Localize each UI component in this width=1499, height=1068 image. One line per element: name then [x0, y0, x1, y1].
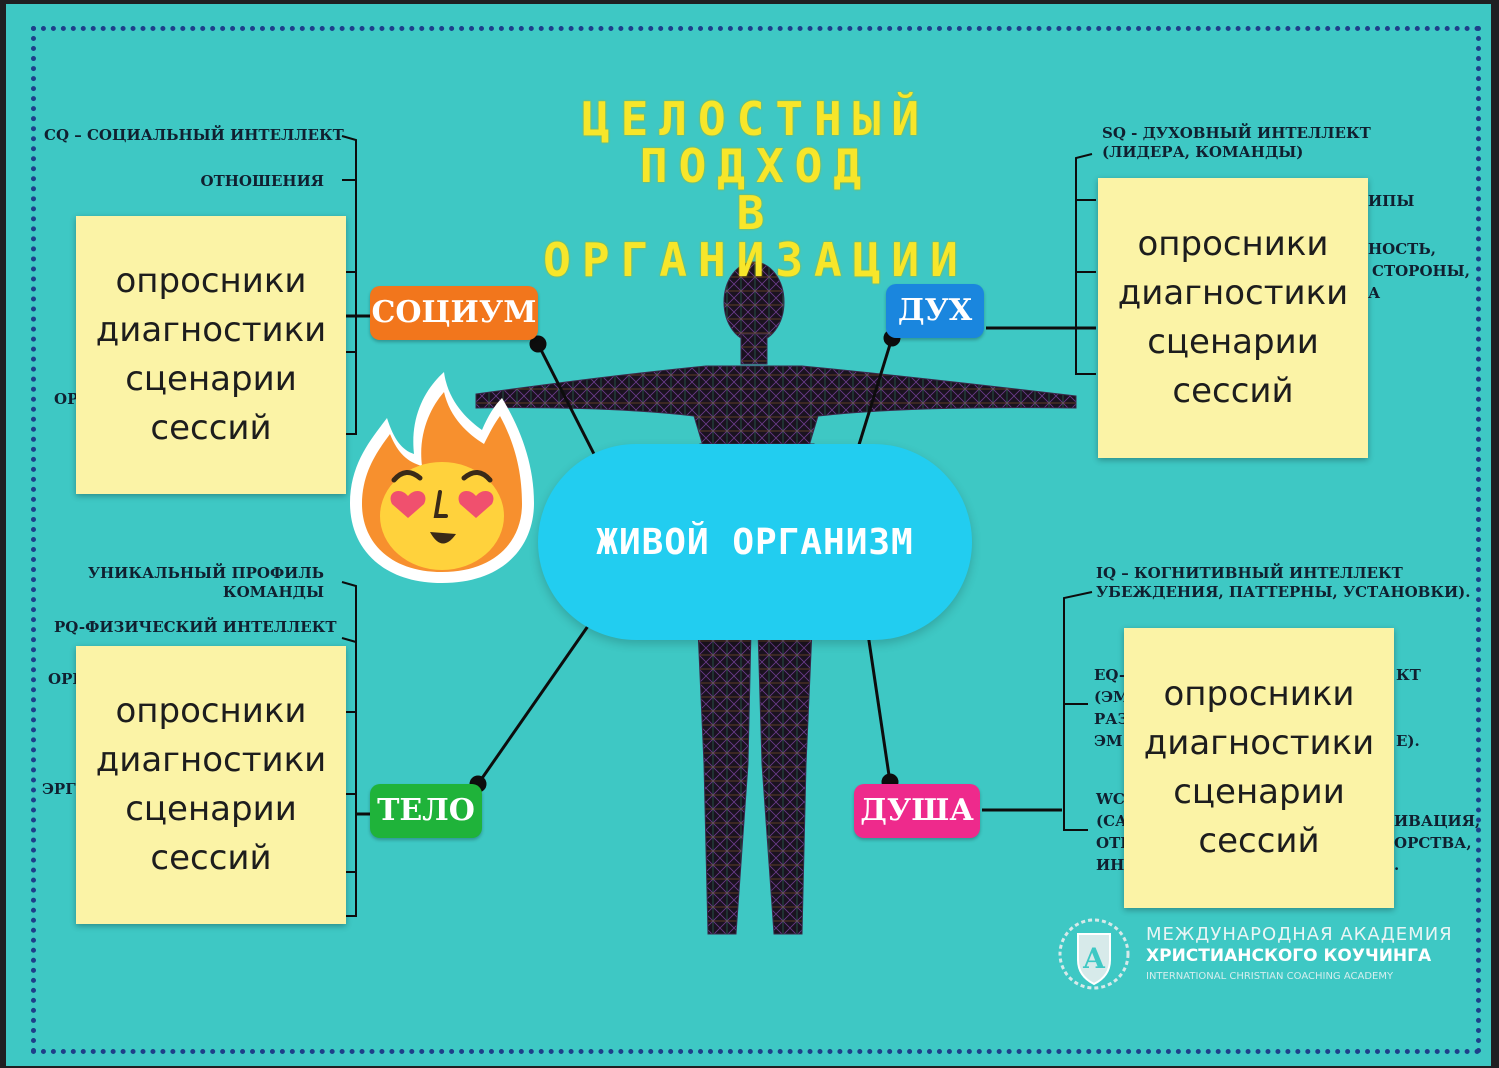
center-node: ЖИВОЙ ОРГАНИЗМ: [538, 444, 972, 640]
wq-fragment-right-3: .: [1394, 856, 1400, 874]
sticky-line-2: диагностики: [95, 310, 327, 350]
wq-fragment-4: ИН: [1096, 856, 1125, 874]
sticky-line-3: сценарии: [125, 359, 297, 399]
sq-label: SQ - ДУХОВНЫЙ ИНТЕЛЛЕКТ (ЛИДЕРА, КОМАНДЫ…: [1102, 124, 1371, 162]
relations-label: ОТНОШЕНИЯ: [200, 172, 325, 190]
unique-profile-label: УНИКАЛЬНЫЙ ПРОФИЛЬ КОМАНДЫ: [86, 564, 324, 602]
cq-label: CQ – СОЦИАЛЬНЫЙ ИНТЕЛЛЕКТ: [44, 126, 344, 144]
right-top-fragment-4: А: [1368, 284, 1381, 302]
sticky-line-2: диагностики: [95, 740, 327, 780]
eq-fragment-3: РАЗ: [1094, 710, 1129, 728]
tag-telo: ТЕЛО: [370, 784, 482, 838]
left-top-fragment: ОР: [54, 390, 79, 408]
eq-fragment-1: EQ-: [1094, 666, 1126, 684]
left-bottom-fragment-1: ОРІ: [48, 670, 80, 688]
emblem-letter: A: [1082, 942, 1106, 975]
wq-fragment-right-1: ИВАЦИЯ,: [1394, 812, 1481, 830]
left-bottom-fragment-2: ЭРГ: [42, 780, 76, 798]
tag-dukh: ДУХ: [886, 284, 984, 338]
title-line-1: ЦЕЛОСТНЫЙ: [581, 92, 931, 146]
center-label: ЖИВОЙ ОРГАНИЗМ: [596, 521, 914, 563]
sq-line-1: SQ - ДУХОВНЫЙ ИНТЕЛЛЕКТ: [1102, 124, 1371, 142]
title-line-3: В ОРГАНИЗАЦИИ: [543, 186, 969, 287]
sticky-line-4: сессий: [1198, 821, 1320, 861]
sticky-line-4: сессий: [150, 838, 272, 878]
sticky-line-1: опросники: [1163, 674, 1355, 714]
eq-fragment-2: (ЭМ: [1094, 688, 1130, 706]
wq-fragment-1: WC: [1096, 790, 1125, 808]
sticky-line-3: сценарии: [1173, 772, 1345, 812]
pq-label: PQ-ФИЗИЧЕСКИЙ ИНТЕЛЛЕКТ: [54, 618, 337, 636]
academy-emblem-icon: A: [1058, 918, 1130, 990]
eq-fragment-4: ЭМ: [1094, 732, 1123, 750]
logo-line-3: INTERNATIONAL CHRISTIAN COACHING ACADEMY: [1146, 971, 1394, 982]
sq-line-2: (ЛИДЕРА, КОМАНДЫ): [1102, 143, 1304, 161]
sticky-line-2: диагностики: [1117, 273, 1349, 313]
sticky-line-2: диагностики: [1143, 723, 1375, 763]
sticky-line-4: сессий: [150, 408, 272, 448]
sticky-line-3: сценарии: [1147, 322, 1319, 362]
sticky-line-1: опросники: [115, 261, 307, 301]
wq-fragment-2: (СА: [1096, 812, 1128, 830]
sticky-note-bottom-right: опросники диагностики сценарии сессий: [1124, 628, 1394, 908]
right-top-fragment-2: НОСТЬ,: [1368, 240, 1436, 258]
iq-line-1: IQ – КОГНИТИВНЫЙ ИНТЕЛЛЕКТ: [1096, 564, 1403, 582]
sticky-line-4: сессий: [1172, 371, 1294, 411]
sticky-note-top-right: опросники диагностики сценарии сессий: [1098, 178, 1368, 458]
title-line-2: ПОДХОД: [639, 139, 873, 193]
logo-line-2: ХРИСТИАНСКОГО КОУЧИНГА: [1146, 946, 1432, 966]
academy-logo: A МЕЖДУНАРОДНАЯ АКАДЕМИЯ ХРИСТИАНСКОГО К…: [1056, 916, 1456, 996]
right-top-fragment-3: СТОРОНЫ,: [1372, 262, 1470, 280]
sticky-note-top-left: опросники диагностики сценарии сессий: [76, 216, 346, 494]
sticky-line-1: опросники: [1137, 224, 1329, 264]
diagram-title: ЦЕЛОСТНЫЙ ПОДХОД В ОРГАНИЗАЦИИ: [506, 96, 1006, 284]
infographic-canvas: ЦЕЛОСТНЫЙ ПОДХОД В ОРГАНИЗАЦИИ CQ – СОЦИ…: [6, 4, 1491, 1066]
fire-face-sticker: [350, 372, 534, 583]
wq-fragment-right-2: ОРСТВА,: [1394, 834, 1472, 852]
wq-fragment-3: ОТІ: [1096, 834, 1128, 852]
unique-profile-line-1: УНИКАЛЬНЫЙ ПРОФИЛЬ: [87, 564, 324, 582]
unique-profile-line-2: КОМАНДЫ: [222, 583, 324, 601]
sticky-line-3: сценарии: [125, 789, 297, 829]
sticky-note-bottom-left: опросники диагностики сценарии сессий: [76, 646, 346, 924]
tag-socium: СОЦИУМ: [370, 286, 538, 340]
logo-line-1: МЕЖДУНАРОДНАЯ АКАДЕМИЯ: [1146, 924, 1453, 945]
eq-fragment-right-2: Е).: [1396, 732, 1420, 750]
dotted-border: [31, 26, 1481, 1054]
tag-dusha: ДУША: [854, 784, 980, 838]
iq-label: IQ – КОГНИТИВНЫЙ ИНТЕЛЛЕКТ УБЕЖДЕНИЯ, ПА…: [1096, 564, 1471, 602]
right-top-fragment-1: ИПЫ: [1368, 192, 1415, 210]
eq-fragment-right-1: КТ: [1396, 666, 1421, 684]
iq-line-2: УБЕЖДЕНИЯ, ПАТТЕРНЫ, УСТАНОВКИ).: [1096, 583, 1471, 601]
sticky-line-1: опросники: [115, 691, 307, 731]
